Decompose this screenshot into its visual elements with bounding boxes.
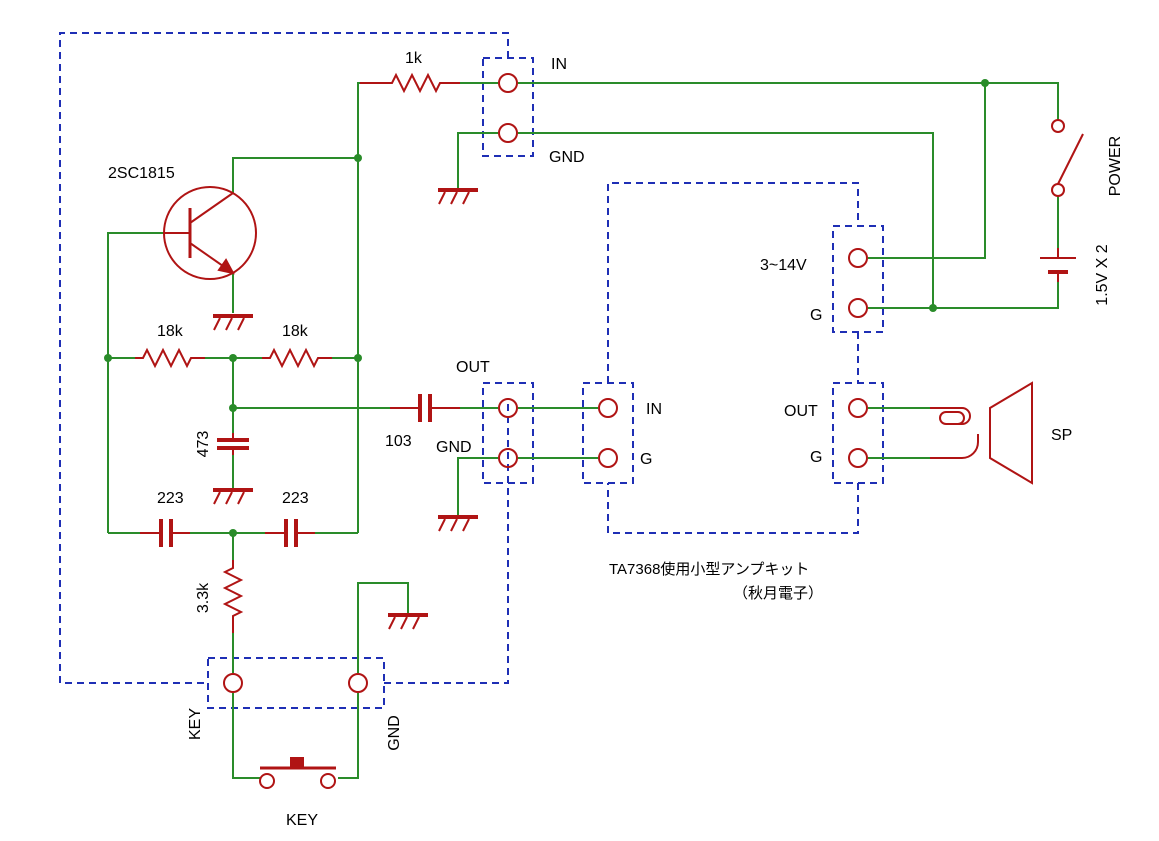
terminal-amp-out (848, 398, 868, 418)
speaker-icon (930, 381, 1033, 485)
label-3k3: 3.3k (195, 582, 212, 613)
wire-gnd-to-g (518, 132, 934, 308)
resistor-1k (360, 72, 460, 94)
transistor-2sc1815 (163, 186, 257, 280)
junction-dot (229, 404, 237, 412)
junction-dot (354, 154, 362, 162)
power-switch (1051, 119, 1084, 197)
label-key-left: KEY (187, 708, 204, 740)
module-boxes (59, 32, 884, 709)
connector-terminals (223, 73, 868, 693)
wire-key-gnd (357, 582, 409, 673)
label-223-left: 223 (157, 490, 184, 507)
ground-key-icon (388, 613, 428, 630)
junction-dot (354, 354, 362, 362)
label-out-osc: OUT (456, 359, 490, 376)
ground-out-icon (438, 515, 478, 532)
amp-kit-outline (607, 182, 859, 534)
junction-dot (929, 304, 937, 312)
terminal-out (498, 398, 518, 418)
capacitor-103 (390, 394, 460, 422)
label-in-top: IN (551, 56, 567, 73)
junction-dot (229, 354, 237, 362)
label-sp: SP (1051, 427, 1072, 444)
terminal-amp-g (598, 448, 618, 468)
terminal-amp-pwr-g (848, 298, 868, 318)
terminal-key (223, 673, 243, 693)
resistor-3k3 (222, 560, 244, 633)
label-103: 103 (385, 433, 412, 450)
capacitor-473 (217, 433, 249, 455)
terminal-amp-out-g (848, 448, 868, 468)
terminal-out-gnd (498, 448, 518, 468)
junction-dot (104, 354, 112, 362)
junction-dot (981, 79, 989, 87)
components (135, 72, 1084, 789)
ground-top-icon (438, 188, 478, 205)
wire-key (232, 693, 359, 779)
label-1k: 1k (405, 50, 423, 67)
wire-in-to-power (518, 82, 1059, 120)
wire-top-gnd (457, 132, 498, 188)
resistor-18k-right (262, 347, 332, 369)
terminal-in (498, 73, 518, 93)
battery-icon (1040, 248, 1076, 282)
wire-vcc (868, 83, 986, 259)
terminal-amp-in (598, 398, 618, 418)
out-connector-box (482, 382, 534, 484)
labels: 1k IN GND 2SC1815 18k 18k 473 103 223 22… (108, 50, 1124, 829)
ground-emitter-icon (213, 314, 253, 331)
label-amp-vcc: 3~14V (760, 257, 807, 274)
oscillator-board-outline (59, 32, 509, 684)
wire-1k-to-rail (357, 82, 383, 533)
wire-out-gnd (457, 457, 498, 515)
label-amp-kit-maker: （秋月電子） (733, 585, 823, 602)
terminal-amp-vcc (848, 248, 868, 268)
label-amp-out: OUT (784, 403, 818, 420)
label-amp-kit: TA7368使用小型アンプキット (609, 561, 809, 578)
terminal-key-gnd (348, 673, 368, 693)
label-gnd-top: GND (549, 149, 585, 166)
label-18k-left: 18k (157, 323, 184, 340)
label-473: 473 (195, 431, 212, 458)
key-connector-box (207, 657, 385, 709)
junctions (104, 79, 989, 537)
label-amp-in: IN (646, 401, 662, 418)
label-amp-g-in: G (640, 451, 652, 468)
label-gnd-osc: GND (436, 439, 472, 456)
label-gnd-key: GND (386, 715, 403, 751)
label-key-switch: KEY (286, 812, 318, 829)
label-power: POWER (1107, 136, 1124, 196)
label-amp-g-out: G (810, 449, 822, 466)
capacitor-223-right (265, 519, 315, 547)
wire-amp-to-speaker (868, 407, 930, 459)
label-18k-right: 18k (282, 323, 309, 340)
junction-dot (229, 529, 237, 537)
ground-473-icon (213, 488, 253, 505)
key-switch (259, 757, 336, 789)
wire-battery-to-g (868, 282, 1059, 309)
capacitor-223-left (140, 519, 190, 547)
label-223-right: 223 (282, 490, 309, 507)
terminal-gnd (498, 123, 518, 143)
label-battery: 1.5V X 2 (1094, 244, 1111, 305)
top-connector-box (482, 57, 534, 157)
resistor-18k-left (135, 347, 205, 369)
label-amp-g-pwr: G (810, 307, 822, 324)
wire-base (107, 232, 165, 533)
wire-collector (232, 157, 358, 193)
label-transistor: 2SC1815 (108, 165, 175, 182)
